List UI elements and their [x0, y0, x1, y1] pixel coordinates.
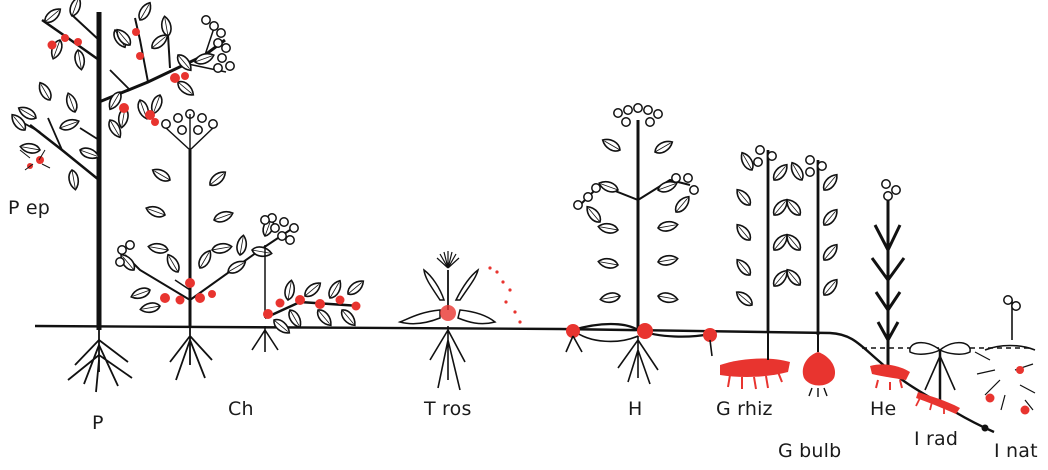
label-h: H	[628, 398, 643, 420]
creeping-chamaephyte	[252, 216, 366, 352]
label-i-nat: I nat	[994, 440, 1038, 462]
label-g-bulb: G bulb	[778, 440, 841, 462]
label-he: He	[870, 398, 896, 420]
label-p: P	[92, 412, 104, 434]
label-g-rhiz: G rhiz	[716, 398, 773, 420]
hemicryptophyte	[566, 104, 717, 384]
phanerophyte-tree	[9, 0, 235, 330]
geophyte-bulb	[784, 156, 841, 397]
label-ch: Ch	[228, 398, 254, 420]
geophyte-rhizome	[720, 146, 790, 389]
ch-roots	[170, 326, 212, 380]
hydrophyte-natant	[975, 296, 1035, 432]
label-i-rad: I rad	[914, 428, 958, 450]
chamaephyte-shrub	[116, 110, 298, 326]
label-p-ep: P ep	[8, 197, 50, 219]
label-t-ros: T ros	[424, 398, 472, 420]
therophyte-rosette	[400, 251, 522, 390]
p-roots	[68, 330, 132, 392]
hydrophyte-radicant	[910, 343, 970, 414]
